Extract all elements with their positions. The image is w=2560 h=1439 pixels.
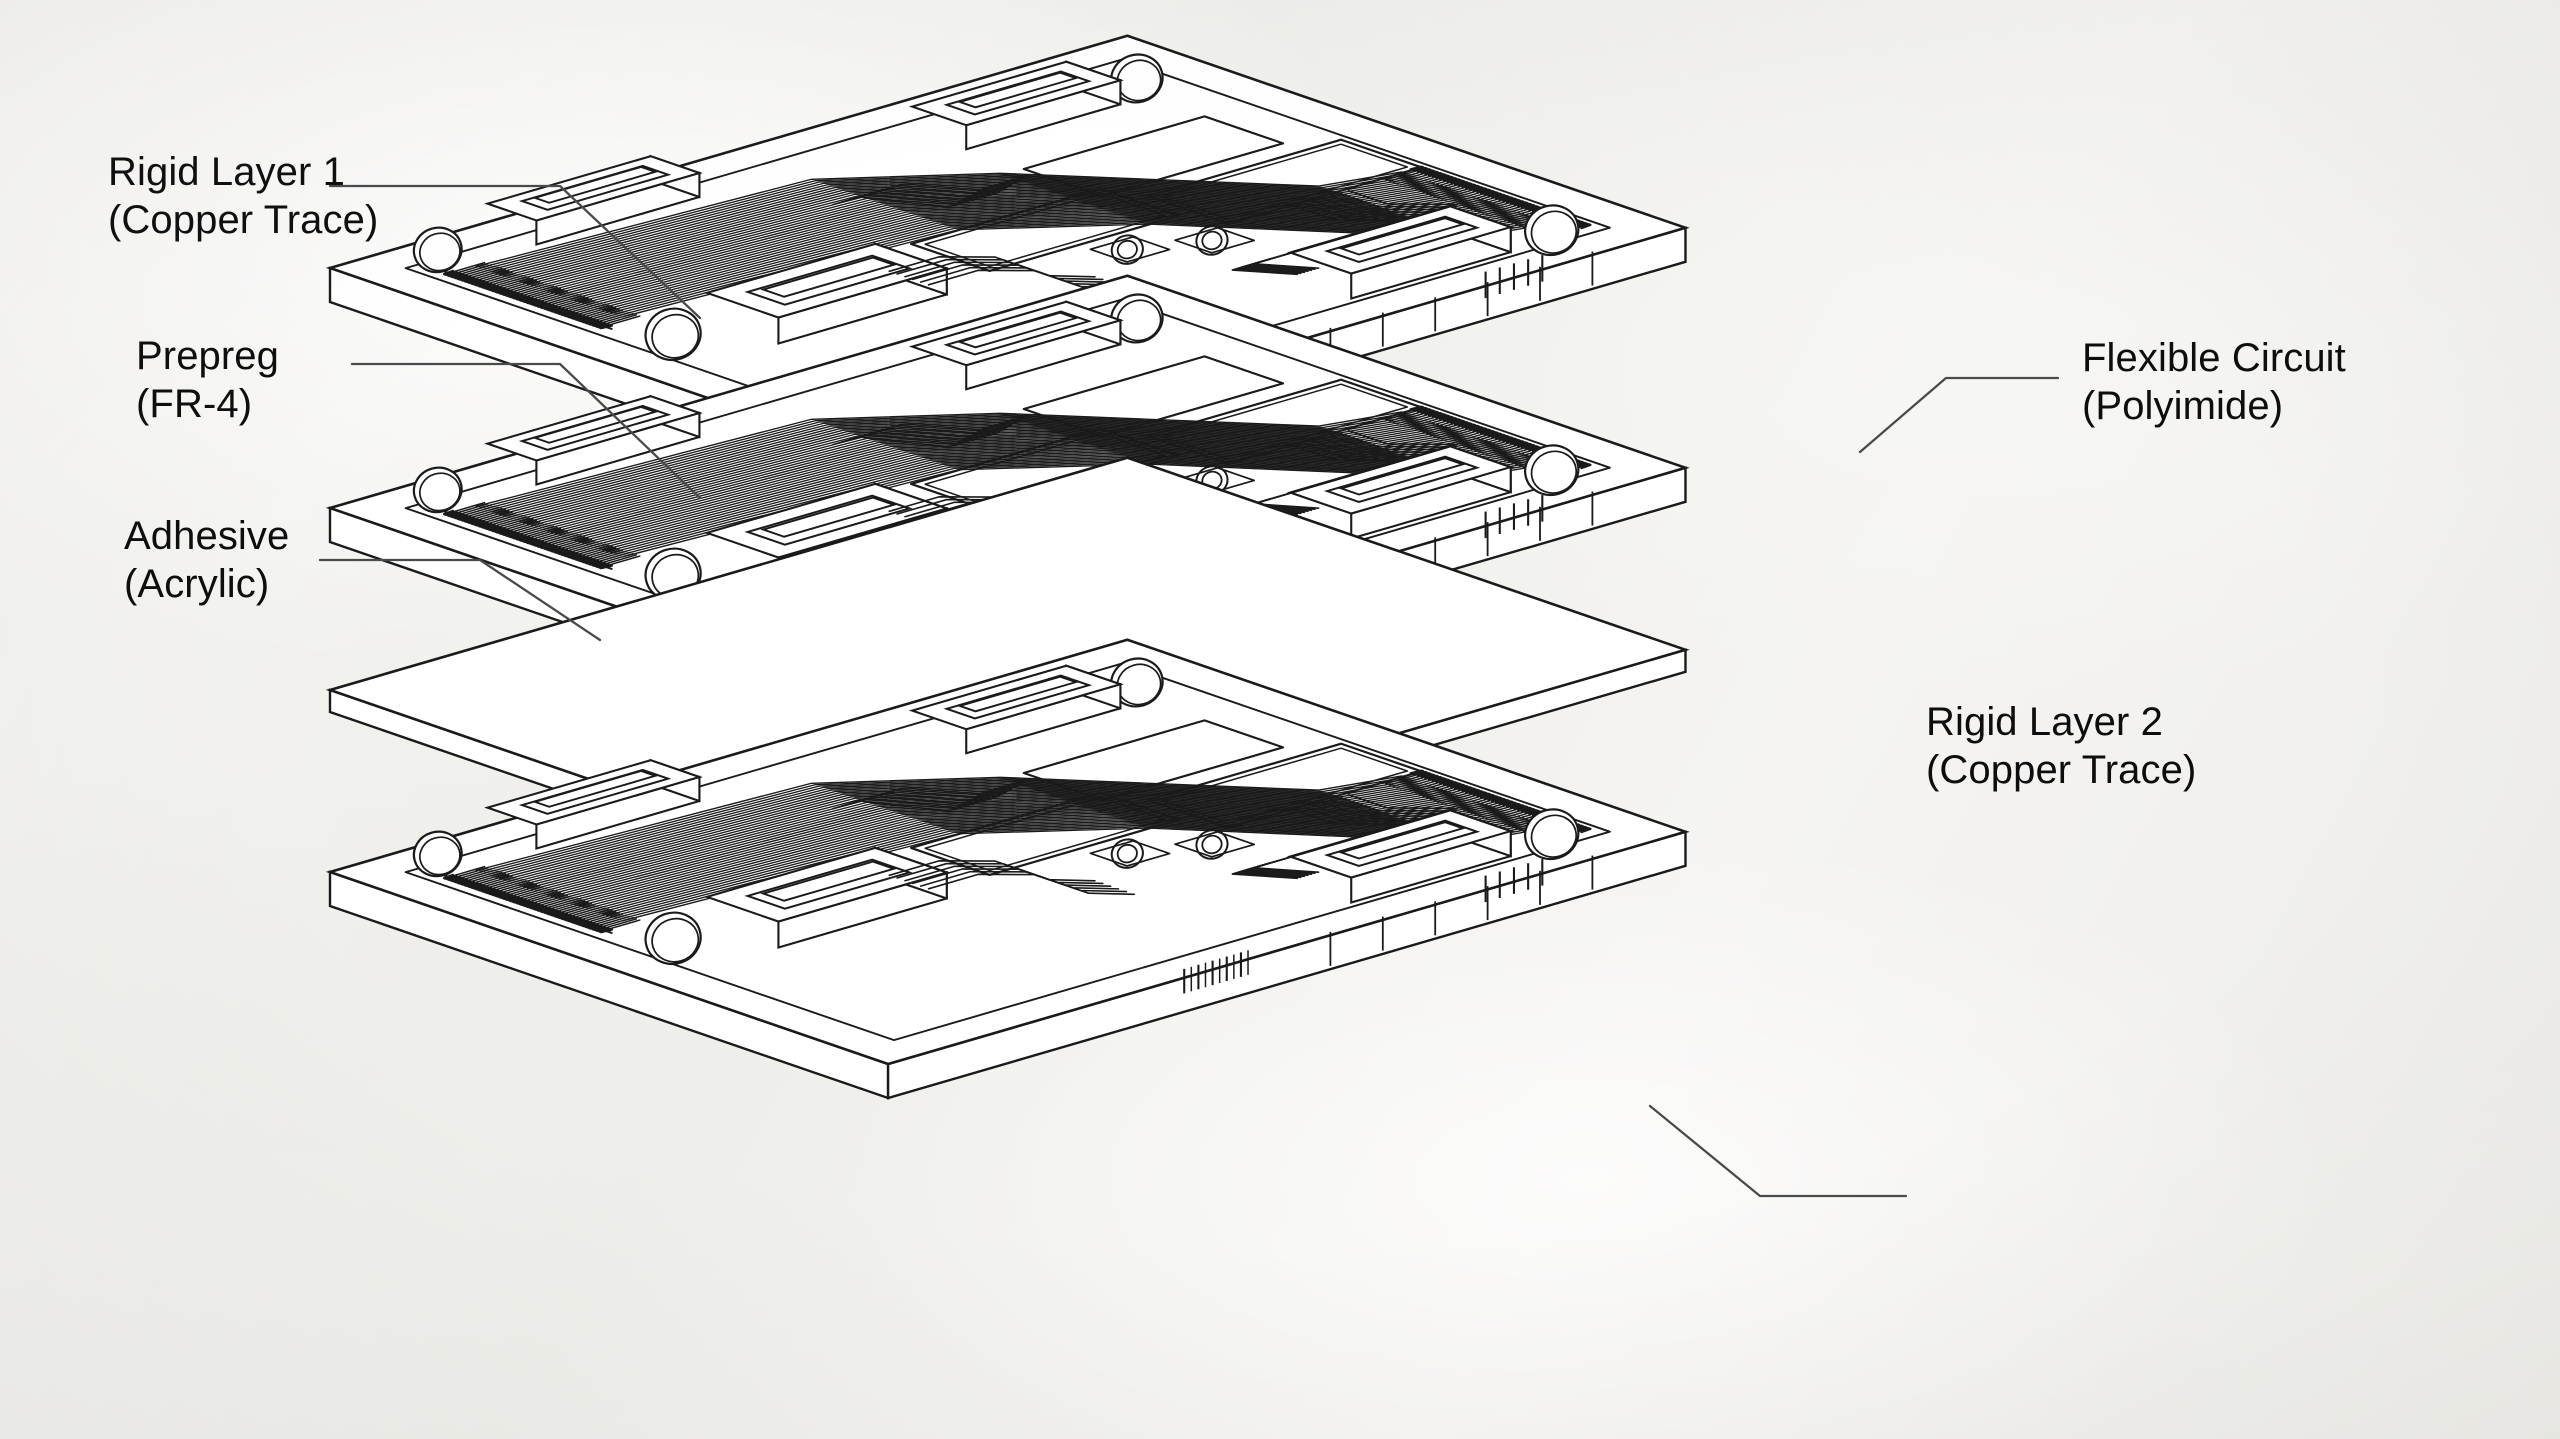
label-rigid-layer-1-line1: Rigid Layer 1 xyxy=(108,150,345,194)
label-prepreg-line1: Prepreg xyxy=(136,334,280,378)
label-rigid-layer-2-line2: (Copper Trace) xyxy=(1926,748,2197,792)
label-prepreg: Prepreg(FR-4) xyxy=(136,332,279,428)
label-rigid-layer-2-line1: Rigid Layer 2 xyxy=(1926,700,2163,744)
label-adhesive-line1: Adhesive xyxy=(124,514,290,558)
label-flexible-circuit: Flexible Circuit(Polyimide) xyxy=(2082,334,2346,430)
leader-line-adhesive xyxy=(318,558,602,642)
label-rigid-layer-1: Rigid Layer 1(Copper Trace) xyxy=(108,148,378,244)
label-adhesive: Adhesive(Acrylic) xyxy=(124,512,289,608)
label-adhesive-line2: (Acrylic) xyxy=(124,562,270,606)
layer-layer-bottom xyxy=(325,638,1690,1100)
leader-line-prepreg xyxy=(350,362,702,500)
leader-line-rigid-layer-2 xyxy=(1648,1104,1908,1198)
label-prepreg-line2: (FR-4) xyxy=(136,382,253,426)
label-flexible-circuit-line2: (Polyimide) xyxy=(2082,384,2284,428)
pcb-layer-stack xyxy=(325,34,1690,1100)
leader-line-rigid-layer-1 xyxy=(328,184,702,320)
leader-line-flexible-circuit xyxy=(1858,376,2060,454)
label-rigid-layer-1-line2: (Copper Trace) xyxy=(108,198,379,242)
leader-lines xyxy=(318,184,2060,1198)
label-rigid-layer-2: Rigid Layer 2(Copper Trace) xyxy=(1926,698,2196,794)
label-flexible-circuit-line1: Flexible Circuit xyxy=(2082,336,2346,380)
